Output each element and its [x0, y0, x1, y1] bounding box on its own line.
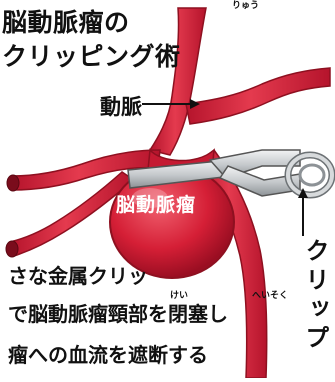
body-line-1: さな金属クリッ: [8, 266, 148, 286]
title-line-1: 脳動脈瘤の: [2, 10, 130, 35]
artery-label: 動脈: [100, 97, 142, 118]
title-line-2: クリッピング術: [2, 44, 181, 69]
vessel-end-left-upper: [7, 175, 19, 191]
artery-branch-upper-right: [186, 68, 330, 124]
body-ruby-kei: けい: [170, 292, 188, 301]
artery-trunk: [150, 8, 206, 155]
title-ruby: りゅう: [232, 2, 259, 11]
body-line-3: 瘤への血流を遮断する: [8, 345, 208, 365]
body-ruby-heisoku: へいそく: [252, 292, 288, 301]
vessel-end-left-lower: [6, 241, 18, 257]
body-line-2: で脳動脈瘤頸部を閉塞し: [8, 304, 228, 324]
clip-label: クリップ: [303, 238, 327, 354]
aneurysm-label: 脳動脈瘤: [116, 196, 196, 215]
